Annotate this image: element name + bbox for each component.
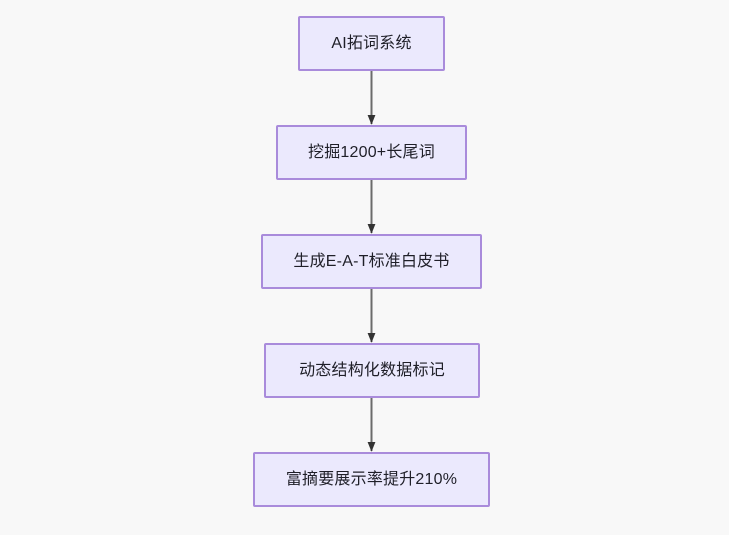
flow-node-rich-snippet-result[interactable]: 富摘要展示率提升210% — [253, 452, 490, 507]
flow-node-label: 生成E-A-T标准白皮书 — [293, 252, 450, 270]
flow-node-label: 动态结构化数据标记 — [299, 361, 445, 379]
flow-node-ai-keyword-system[interactable]: AI拓词系统 — [298, 16, 445, 71]
flow-node-longtail-mining[interactable]: 挖掘1200+长尾词 — [276, 125, 467, 180]
flow-node-structured-data-markup[interactable]: 动态结构化数据标记 — [264, 343, 480, 398]
flow-node-label: 富摘要展示率提升210% — [285, 470, 458, 488]
flow-node-label: AI拓词系统 — [331, 34, 412, 52]
flow-node-label: 挖掘1200+长尾词 — [308, 143, 435, 161]
flow-node-eat-whitepaper[interactable]: 生成E-A-T标准白皮书 — [261, 234, 482, 289]
